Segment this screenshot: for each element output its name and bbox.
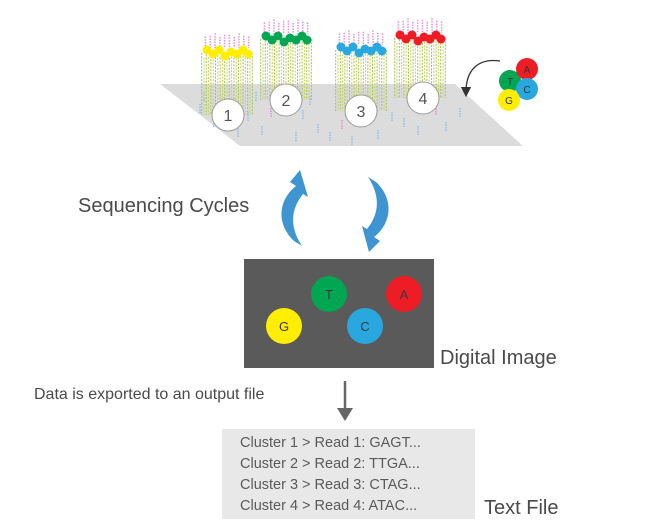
- nucleotide-cap: [243, 49, 253, 59]
- text-file-label: Text File: [484, 497, 559, 519]
- legend-label-t: T: [507, 77, 513, 88]
- cluster-4: 4: [394, 18, 446, 115]
- cluster-3-number: 3: [357, 104, 366, 121]
- nucleotide-cap: [302, 35, 312, 45]
- legend-curved-arrow: [460, 59, 501, 98]
- cluster-1-marker: [211, 98, 245, 132]
- cycle-arrow-right: [362, 177, 389, 252]
- spot-g: [266, 308, 302, 344]
- clusters: 1 2 3 4: [201, 18, 446, 132]
- legend-label-g: G: [505, 96, 513, 107]
- cluster-2-number: 2: [282, 93, 291, 110]
- read-line-1: Cluster 1 > Read 1: GAGT...: [240, 435, 421, 451]
- cluster-2: 2: [260, 19, 312, 117]
- spot-label-g: G: [279, 319, 289, 334]
- export-arrow: [337, 381, 353, 421]
- nucleotide-cap: [214, 45, 224, 55]
- spot-label-a: A: [400, 287, 409, 302]
- spot-t: [311, 276, 347, 312]
- cluster-3-marker: [344, 94, 378, 128]
- nucleotide-cap: [273, 31, 283, 41]
- surface-strands: [199, 92, 461, 146]
- nucleotide-cap: [348, 42, 358, 52]
- cluster-2-marker: [269, 83, 303, 117]
- read-line-3: Cluster 3 > Read 3: CTAG...: [240, 477, 421, 493]
- legend-nucleotide-c: [516, 78, 538, 100]
- cluster-3: 3: [335, 30, 387, 128]
- spot-c: [347, 308, 383, 344]
- cluster-1: 1: [201, 33, 253, 132]
- cluster-4-marker: [406, 81, 440, 115]
- nucleotide-cap: [407, 30, 417, 40]
- legend-nucleotide-a: [516, 58, 538, 80]
- spot-label-c: C: [360, 319, 369, 334]
- sequencing-cycles-label: Sequencing Cycles: [78, 195, 250, 217]
- cycle-arrow-left: [281, 170, 308, 246]
- cluster-1-number: 1: [224, 108, 233, 125]
- spot-a: [386, 276, 422, 312]
- legend-label-a: A: [524, 65, 531, 76]
- text-file-reads: Cluster 1 > Read 1: GAGT... Cluster 2 > …: [222, 429, 475, 519]
- spot-label-t: T: [325, 287, 333, 302]
- cluster-4-number: 4: [419, 91, 428, 108]
- legend-label-c: C: [523, 85, 530, 96]
- nucleotide-legend: T A C G: [460, 58, 538, 111]
- digital-image: T A G C: [244, 259, 434, 368]
- read-line-2: Cluster 2 > Read 2: TTGA...: [240, 456, 420, 472]
- nucleotide-cap: [436, 34, 446, 44]
- legend-nucleotide-t: [499, 70, 521, 92]
- export-note-label: Data is exported to an output file: [34, 386, 265, 403]
- legend-nucleotide-g: [498, 89, 520, 111]
- nucleotide-cap: [377, 46, 387, 56]
- read-line-4: Cluster 4 > Read 4: ATAC...: [240, 498, 418, 514]
- digital-image-label: Digital Image: [440, 347, 557, 369]
- sequencing-cycle-arrows: [281, 170, 389, 252]
